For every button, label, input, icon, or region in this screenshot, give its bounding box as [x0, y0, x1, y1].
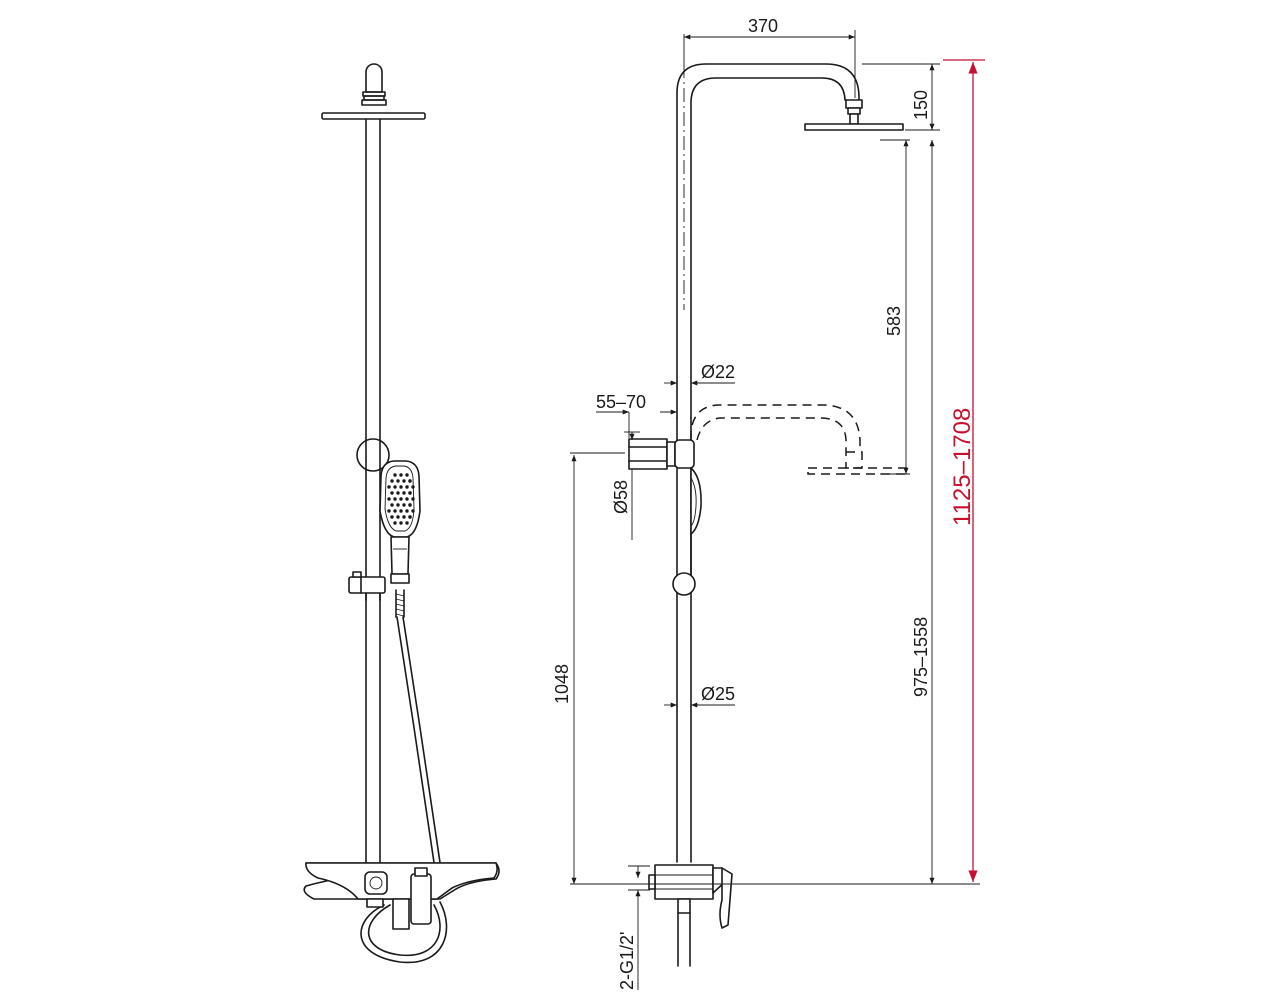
spray-hole [396, 503, 400, 507]
dim-head-height: 975–1558 [911, 617, 931, 697]
spray-hole [393, 473, 397, 477]
dim-bracket-dia: Ø58 [611, 480, 631, 514]
spray-hole [393, 521, 397, 525]
dimension-lines [570, 30, 985, 990]
spray-hole [402, 515, 406, 519]
spray-hole [390, 479, 394, 483]
spray-hole [405, 485, 409, 489]
spray-hole [396, 479, 400, 483]
spray-hole [399, 509, 403, 513]
spray-hole [393, 485, 397, 489]
front-overhead-head [321, 112, 426, 120]
spray-hole [399, 521, 403, 525]
side-mixer [648, 864, 733, 967]
spray-hole [390, 515, 394, 519]
front-slide-holder [348, 571, 386, 601]
dim-583: 583 [884, 306, 904, 336]
spray-hole [411, 485, 415, 489]
spray-hole [402, 503, 406, 507]
side-overhead-arm [676, 63, 904, 419]
front-hand-shower [379, 460, 421, 584]
dim-total-height: 1125–1708 [949, 408, 976, 526]
front-view [303, 63, 500, 964]
spray-hole [390, 491, 394, 495]
front-wall-bracket [356, 438, 390, 472]
dim-150: 150 [911, 90, 931, 120]
front-riser-pipe [365, 118, 381, 863]
spray-hole [402, 491, 406, 495]
side-lower-pipe [676, 417, 692, 863]
spray-hole [405, 521, 409, 525]
spray-hole [399, 485, 403, 489]
spray-hole [387, 497, 391, 501]
spray-hole [399, 497, 403, 501]
side-view [628, 63, 907, 967]
dim-1048: 1048 [552, 664, 572, 704]
dim-inlet-thread: 2-G1/2' [617, 932, 637, 990]
spray-hole [396, 515, 400, 519]
front-hose [360, 589, 448, 964]
spray-holes [387, 473, 415, 525]
spray-hole [408, 491, 412, 495]
side-overhead-arm-lowered [690, 404, 907, 475]
spray-hole [405, 509, 409, 513]
spray-hole [390, 503, 394, 507]
dim-370: 370 [748, 16, 778, 36]
spray-hole [393, 497, 397, 501]
front-top-connector [361, 63, 387, 106]
side-wall-bracket [628, 438, 695, 470]
dim-wall-offset: 55–70 [596, 392, 646, 412]
spray-hole [387, 485, 391, 489]
spray-hole [387, 509, 391, 513]
dimension-labels: 370 150 583 Ø22 55–70 Ø58 1048 Ø25 975–1… [552, 16, 976, 990]
spray-hole [396, 491, 400, 495]
side-hand-shower [672, 467, 702, 596]
spray-hole [393, 509, 397, 513]
spray-hole [408, 503, 412, 507]
spray-hole [399, 473, 403, 477]
spray-hole [411, 497, 415, 501]
front-mixer-shelf [303, 862, 500, 930]
spray-hole [405, 473, 409, 477]
spray-hole [405, 497, 409, 501]
spray-hole [411, 509, 415, 513]
dim-pipe-lower: Ø25 [701, 684, 735, 704]
spray-hole [408, 479, 412, 483]
spray-hole [402, 479, 406, 483]
spray-hole [408, 515, 412, 519]
dim-pipe-upper: Ø22 [701, 362, 735, 382]
